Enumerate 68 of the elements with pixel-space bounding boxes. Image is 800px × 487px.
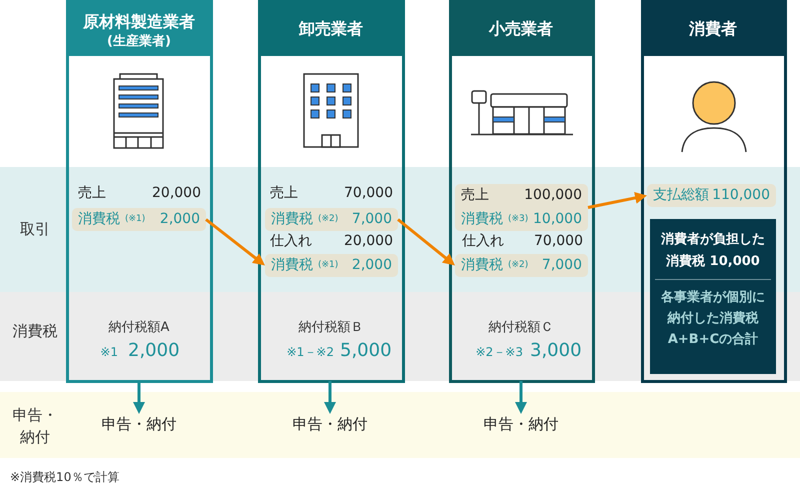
- item-label: 消費税: [461, 210, 503, 228]
- highlighted-row: [455, 254, 588, 277]
- column-panel: [449, 0, 595, 383]
- row-label: 消費税: [12, 321, 58, 342]
- highlighted-row: [72, 208, 206, 231]
- tax-amount: 3,000: [530, 340, 582, 362]
- amount: 2,000: [160, 211, 200, 228]
- arrow: [588, 192, 648, 209]
- item-label: 仕入れ: [270, 232, 312, 250]
- arrow: [397, 218, 456, 266]
- column-panel: [66, 0, 213, 383]
- amount: 20,000: [152, 184, 201, 202]
- amount: 70,000: [344, 184, 393, 202]
- formula: ※2－※3: [476, 344, 523, 360]
- footnote-mark: (※1): [318, 260, 338, 271]
- footnote-mark: (※3): [508, 214, 528, 225]
- arrow: [133, 381, 145, 414]
- footnote-mark: (※2): [318, 214, 338, 225]
- item-label: 売上: [461, 187, 489, 204]
- item-label: 売上: [270, 184, 298, 202]
- summary-panel: [650, 219, 776, 374]
- column-title: 卸売業者: [299, 19, 363, 39]
- highlighted-row: [455, 184, 588, 231]
- amount: 100,000: [524, 187, 582, 204]
- step-label: 申告・納付: [484, 414, 558, 434]
- item-label: 消費税: [271, 257, 313, 274]
- amount: 20,000: [344, 232, 393, 250]
- amount: 7,000: [352, 211, 392, 228]
- amount: 7,000: [542, 257, 582, 274]
- amount: 2,000: [352, 257, 392, 274]
- arrow: [324, 381, 336, 414]
- highlighted-row: [265, 208, 398, 231]
- row-band: [0, 392, 800, 458]
- footnote-mark: (※1): [125, 214, 146, 225]
- summary-text: 消費者が負担した消費税 10,000: [660, 231, 766, 271]
- amount: 10,000: [533, 210, 582, 228]
- tax-label: 納付税額A: [108, 318, 170, 336]
- step-label: 申告・納付: [102, 414, 176, 434]
- column-title: 小売業者: [489, 19, 553, 39]
- item-label: 支払総額: [653, 187, 709, 204]
- row-label: 取引: [20, 219, 50, 240]
- row-label: 申告・納付: [12, 405, 58, 448]
- footnote-mark: (※2): [508, 260, 528, 271]
- highlighted-row: [647, 184, 776, 207]
- column-subtitle: (生産業者): [107, 34, 171, 50]
- column-title: 原材料製造業者: [83, 12, 195, 32]
- step-label: 申告・納付: [292, 414, 368, 434]
- column-panel: [641, 0, 787, 383]
- arrow: [515, 381, 527, 414]
- column-panel: [258, 0, 405, 383]
- footnote: ※消費税10％で計算: [10, 469, 120, 485]
- item-label: 仕入れ: [462, 232, 504, 250]
- tax-label: 納付税額Ｂ: [298, 318, 364, 336]
- formula: ※1－※2: [286, 344, 334, 360]
- item-label: 消費税: [78, 211, 120, 228]
- formula: ※1: [100, 344, 118, 360]
- arrow: [205, 218, 265, 266]
- highlighted-row: [265, 254, 398, 277]
- summary-text: 各事業者が個別に納付した消費税 A+B+Cの合計: [660, 289, 766, 349]
- item-label: 売上: [78, 184, 106, 202]
- tax-label: 納付税額Ｃ: [488, 318, 554, 336]
- amount: 110,000: [712, 187, 770, 204]
- amount: 70,000: [534, 232, 583, 250]
- column-title: 消費者: [689, 19, 737, 39]
- tax-amount: 2,000: [128, 340, 180, 362]
- item-label: 消費税: [461, 257, 503, 274]
- tax-amount: 5,000: [340, 340, 392, 362]
- item-label: 消費税: [271, 211, 313, 228]
